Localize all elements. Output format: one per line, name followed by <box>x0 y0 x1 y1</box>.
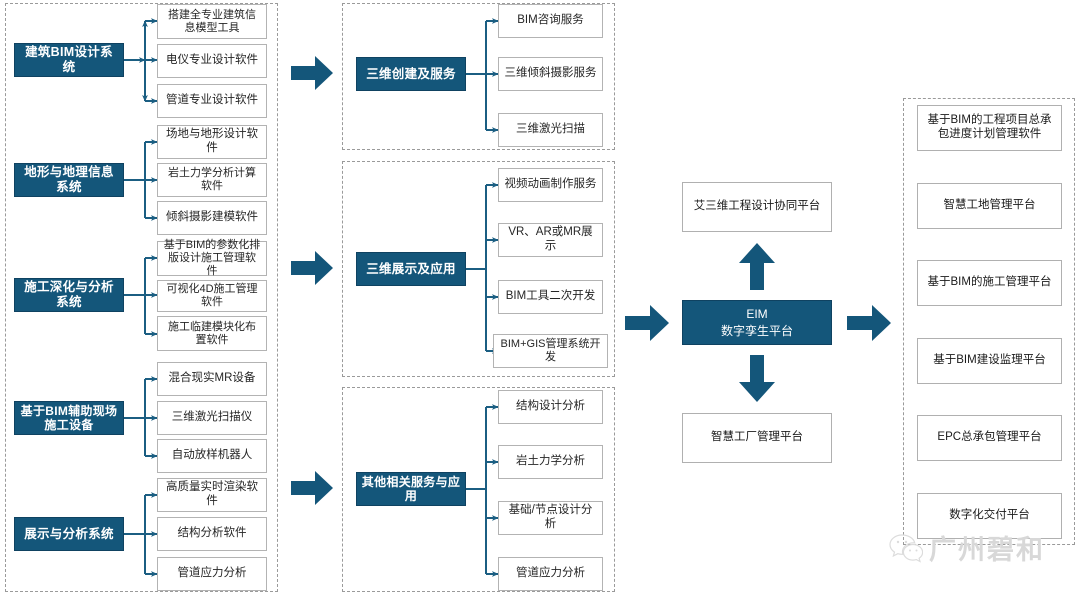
platform-box-ai3d-collaborative-design[interactable]: 艾三维工程设计协同平台 <box>682 182 832 232</box>
wechat-icon <box>889 533 923 563</box>
hub-box-eim-digital-twin-platform[interactable]: EIM 数字孪生平台 <box>682 300 832 345</box>
leaf-box-site-terrain-design-software[interactable]: 场地与地形设计软件 <box>157 125 267 159</box>
leaf-box-video-animation-service[interactable]: 视频动画制作服务 <box>498 168 603 202</box>
category-box-terrain-gis[interactable]: 地形与地理信息系统 <box>14 163 124 197</box>
flow-arrow-right-2 <box>289 245 335 291</box>
leaf-box-bim-gis-management-system-development[interactable]: BIM+GIS管理系统开发 <box>493 334 608 368</box>
flow-arrow-up <box>733 240 781 292</box>
leaf-box-electrical-instrument-design-software[interactable]: 电仪专业设计软件 <box>157 44 267 78</box>
platform-box-smart-site-management[interactable]: 智慧工地管理平台 <box>917 183 1062 229</box>
leaf-box-3d-laser-scanning[interactable]: 三维激光扫描 <box>498 113 603 147</box>
flow-arrow-down <box>733 353 781 405</box>
platform-box-bim-construction-management[interactable]: 基于BIM的施工管理平台 <box>917 260 1062 306</box>
leaf-box-vr-ar-mr-presentation[interactable]: VR、AR或MR展示 <box>498 223 603 257</box>
leaf-box-bim-tool-secondary-development[interactable]: BIM工具二次开发 <box>498 280 603 314</box>
leaf-box-structural-design-analysis[interactable]: 结构设计分析 <box>498 390 603 424</box>
platform-box-epc-progress-plan-software[interactable]: 基于BIM的工程项目总承包进度计划管理软件 <box>917 105 1062 151</box>
leaf-box-full-discipline-modeling-tool[interactable]: 搭建全专业建筑信息模型工具 <box>157 4 267 39</box>
flow-arrow-right-1 <box>289 50 335 96</box>
leaf-box-4d-visual-construction-software[interactable]: 可视化4D施工管理软件 <box>157 280 267 312</box>
category-box-3d-creation-service[interactable]: 三维创建及服务 <box>356 57 466 91</box>
leaf-box-pipe-stress-analysis-left[interactable]: 管道应力分析 <box>157 557 267 591</box>
leaf-box-foundation-node-design-analysis[interactable]: 基础/节点设计分析 <box>498 501 603 535</box>
leaf-box-pipe-stress-analysis-middle[interactable]: 管道应力分析 <box>498 557 603 591</box>
leaf-box-oblique-photogrammetry-modeling-software[interactable]: 倾斜摄影建模软件 <box>157 201 267 235</box>
right-column-frame <box>903 98 1075 545</box>
platform-box-bim-construction-supervision[interactable]: 基于BIM建设监理平台 <box>917 338 1062 384</box>
flow-arrow-right-to-hub <box>623 299 671 347</box>
watermark: 广州碧和 <box>889 528 1045 567</box>
category-box-presentation-analysis[interactable]: 展示与分析系统 <box>14 517 124 551</box>
middle-group-frame-1 <box>342 3 615 150</box>
category-box-architecture-bim[interactable]: 建筑BIM设计系统 <box>14 43 124 77</box>
leaf-box-3d-oblique-photogrammetry-service[interactable]: 三维倾斜摄影服务 <box>498 57 603 91</box>
leaf-box-pipeline-design-software[interactable]: 管道专业设计软件 <box>157 84 267 118</box>
category-box-other-services-applications[interactable]: 其他相关服务与应用 <box>356 472 466 506</box>
category-box-construction-detailing-analysis[interactable]: 施工深化与分析系统 <box>14 278 124 312</box>
leaf-box-geotechnical-analysis[interactable]: 岩土力学分析 <box>498 445 603 479</box>
platform-box-smart-factory-management[interactable]: 智慧工厂管理平台 <box>682 413 832 463</box>
flow-arrow-hub-to-right <box>845 299 893 347</box>
middle-group-frame-2 <box>342 161 615 377</box>
hub-title-line2: 数字孪生平台 <box>720 323 793 338</box>
platform-box-digital-delivery[interactable]: 数字化交付平台 <box>917 493 1062 539</box>
leaf-box-geotechnical-analysis-software[interactable]: 岩土力学分析计算软件 <box>157 163 267 197</box>
middle-group-frame-3 <box>342 387 615 592</box>
watermark-text: 广州碧和 <box>929 535 1045 565</box>
leaf-box-structural-analysis-software[interactable]: 结构分析软件 <box>157 517 267 551</box>
leaf-box-auto-layout-robot[interactable]: 自动放样机器人 <box>157 439 267 473</box>
leaf-box-mixed-reality-mr-device[interactable]: 混合现实MR设备 <box>157 362 267 396</box>
platform-box-epc-general-contract-management[interactable]: EPC总承包管理平台 <box>917 415 1062 461</box>
leaf-box-temporary-facility-modular-layout-software[interactable]: 施工临建模块化布置软件 <box>157 316 267 351</box>
category-box-bim-site-construction-equipment[interactable]: 基于BIM辅助现场施工设备 <box>14 401 124 435</box>
flow-arrow-right-3 <box>289 465 335 511</box>
leaf-box-high-quality-realtime-rendering-software[interactable]: 高质量实时渲染软件 <box>157 478 267 512</box>
leaf-box-3d-laser-scanner[interactable]: 三维激光扫描仪 <box>157 401 267 435</box>
leaf-box-bim-parametric-layout-construction-software[interactable]: 基于BIM的参数化排版设计施工管理软件 <box>157 239 267 277</box>
hub-title-line1: EIM <box>746 307 768 322</box>
left-column-frame <box>5 3 278 592</box>
category-box-3d-presentation-application[interactable]: 三维展示及应用 <box>356 252 466 286</box>
leaf-box-bim-consulting-service[interactable]: BIM咨询服务 <box>498 4 603 38</box>
